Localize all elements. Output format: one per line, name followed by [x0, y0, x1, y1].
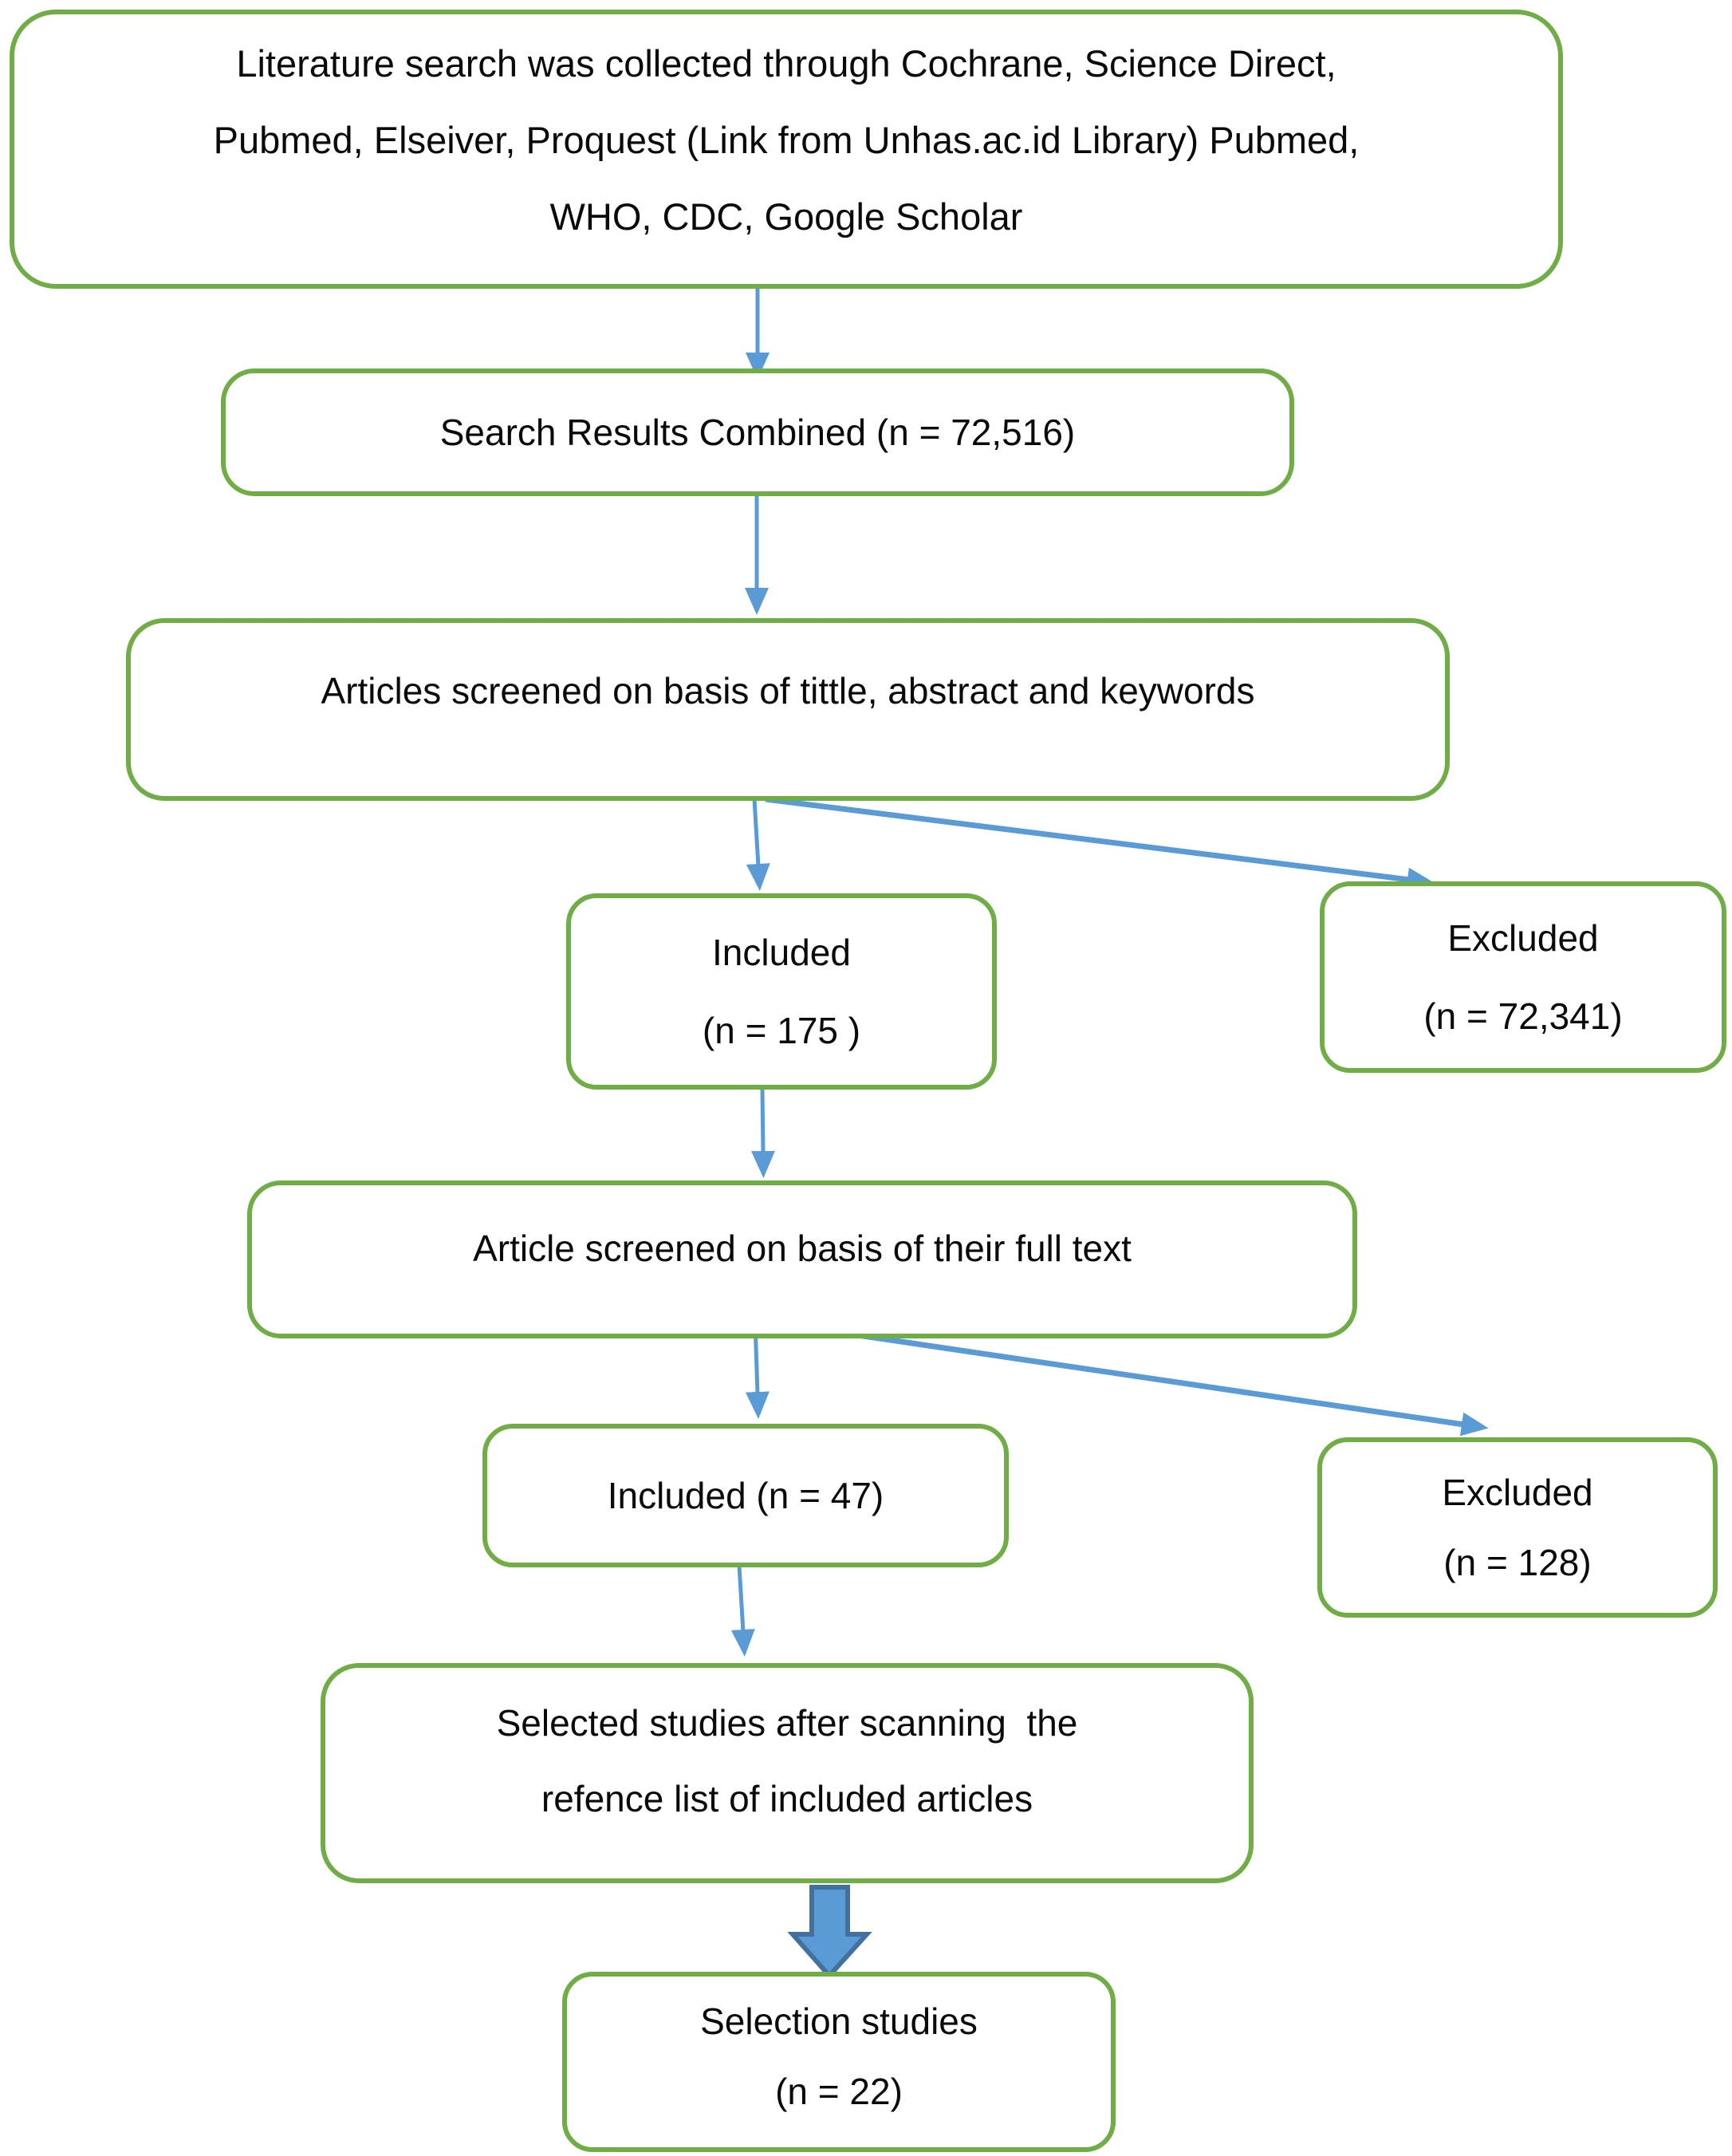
arrow-screened-title-to-excluded — [765, 796, 1435, 892]
box-screened-fulltext-label: Article screened on basis of their full … — [473, 1228, 1132, 1269]
box-screened-title-label: Articles screened on basis of tittle, ab… — [321, 670, 1255, 711]
box-selection-studies-final: Selection studies (n = 22) — [562, 1972, 1116, 2152]
box-included-title-line1: Included — [712, 932, 851, 973]
box-search-label: Search Results Combined (n = 72,516) — [439, 411, 1076, 453]
arrow-included-to-selected — [730, 1565, 755, 1657]
box-included-after-title-screen: Included (n = 175 ) — [566, 893, 997, 1090]
box-selection-line1: Selection studies — [700, 2000, 978, 2042]
box-selection-count: (n = 22) — [775, 2071, 903, 2112]
box-excluded-after-fulltext-screen: Excluded (n = 128) — [1317, 1437, 1718, 1618]
box-literature-line1: Literature search was collected through … — [236, 42, 1336, 85]
box-screened-full-text: Article screened on basis of their full … — [247, 1180, 1357, 1338]
box-excluded-fulltext-count: (n = 128) — [1443, 1542, 1592, 1583]
box-excluded-title-count: (n = 72,341) — [1423, 995, 1623, 1037]
box-selected-line1: Selected studies after scanning the — [496, 1702, 1078, 1744]
box-excluded-title-line1: Excluded — [1447, 917, 1599, 959]
box-search-results-combined: Search Results Combined (n = 72,516) — [221, 369, 1294, 496]
box-included-title-count: (n = 175 ) — [702, 1010, 861, 1051]
block-arrow-selected-to-selection — [787, 1885, 872, 1980]
box-included-after-fulltext-screen: Included (n = 47) — [482, 1424, 1009, 1567]
arrow-screened-title-to-included — [746, 798, 770, 891]
box-literature-line2: Pubmed, Elseiver, Proquest (Link from Un… — [213, 119, 1360, 161]
arrow-included-to-fulltext — [750, 1087, 775, 1178]
box-included-fulltext-label: Included (n = 47) — [607, 1474, 884, 1516]
box-excluded-after-title-screen: Excluded (n = 72,341) — [1320, 881, 1726, 1073]
box-literature-sources: Literature search was collected through … — [10, 10, 1563, 289]
box-literature-line3: WHO, CDC, Google Scholar — [549, 195, 1023, 238]
box-selected-after-reference-scan: Selected studies after scanning the refe… — [321, 1663, 1254, 1883]
box-excluded-fulltext-line1: Excluded — [1442, 1472, 1593, 1513]
box-selected-line2: refence list of included articles — [541, 1778, 1033, 1819]
box-screened-title-abstract-keywords: Articles screened on basis of tittle, ab… — [126, 618, 1450, 801]
